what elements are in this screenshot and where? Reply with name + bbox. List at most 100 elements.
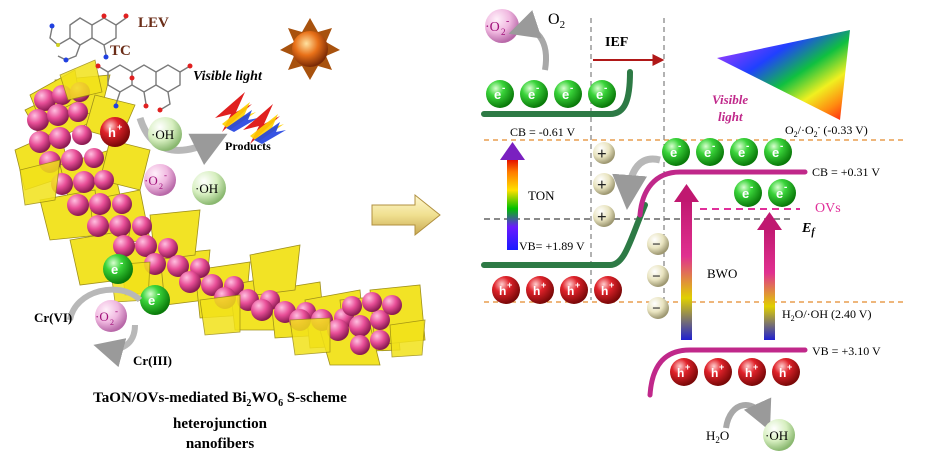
tc-label: TC [110, 43, 131, 59]
svg-text:-: - [780, 141, 783, 152]
electron-ball: e- [764, 138, 792, 166]
svg-text:+: + [719, 362, 724, 372]
hole-ball: h+ [738, 358, 766, 386]
svg-text:2: 2 [501, 27, 506, 37]
svg-text:-: - [157, 289, 160, 300]
caption-line-2: heterojunction [173, 416, 267, 432]
svg-text:h: h [711, 366, 718, 380]
svg-text:-: - [164, 170, 167, 180]
svg-text:-: - [750, 182, 753, 193]
visible-light-label: light [718, 109, 743, 124]
hole-ball: h+ [670, 358, 698, 386]
positive-charge: + [593, 142, 615, 164]
o2-couple-label: O2/·O2- (-0.33 V) [785, 123, 868, 139]
lev-molecule [49, 13, 129, 63]
bwo-excitation-arrow [674, 184, 699, 340]
ovs-electrons: e- e- [734, 179, 796, 207]
water-oxidation-arrow [723, 397, 772, 431]
electron-ball: e- [734, 179, 762, 207]
svg-text:+: + [597, 175, 607, 194]
reduction-arrow [67, 286, 143, 321]
negative-charge: − [647, 297, 669, 319]
electron-ball: e - [103, 254, 133, 284]
svg-text:e: e [528, 87, 535, 102]
caption-line-1: TaON/OVs-mediated Bi2WO6 S-scheme [93, 390, 347, 409]
light-spectrum-icon [717, 30, 850, 120]
svg-text:2: 2 [110, 318, 114, 327]
electron-ball: e- [662, 138, 690, 166]
o2-reduction-arrow [508, 10, 549, 71]
svg-text:e: e [670, 145, 677, 160]
bwo-cb-label: CB = +0.31 V [812, 165, 880, 179]
svg-text:+: + [787, 362, 792, 372]
hole-ball: h+ [704, 358, 732, 386]
hole-ball: h+ [560, 276, 588, 304]
sun-icon [280, 18, 340, 80]
ief-label: IEF [605, 35, 628, 50]
svg-text:e: e [772, 145, 779, 160]
svg-text:+: + [597, 207, 607, 226]
o2-label: O2 [548, 11, 565, 31]
h2o-label: H2O [706, 428, 729, 445]
visible-light-label: Visible light [193, 69, 263, 84]
fermi-label: Ef [801, 221, 816, 238]
hole-ball: h+ [594, 276, 622, 304]
negative-charge: − [647, 233, 669, 255]
svg-text:+: + [575, 280, 580, 290]
hole-ball: h+ [492, 276, 520, 304]
hydroxyl-radical-ball: ·OH [763, 419, 795, 451]
svg-text:-: - [502, 83, 505, 94]
bwo-vb-label: VB = +3.10 V [812, 344, 881, 358]
hole-ball: h+ [772, 358, 800, 386]
svg-text:e: e [704, 145, 711, 160]
electron-ball: e- [486, 80, 514, 108]
svg-text:·O: ·O [95, 309, 109, 324]
ovs-label: OVs [815, 201, 841, 216]
svg-text:-: - [712, 141, 715, 152]
electron-ball: e- [768, 179, 796, 207]
svg-text:h: h [533, 284, 540, 298]
h2o-oh-couple-label: H2O/·OH (2.40 V) [782, 307, 871, 323]
superoxide-radical-ball: ·O 2 - [485, 9, 519, 43]
caption-line-3: nanofibers [185, 436, 255, 452]
hole-ball: h+ [526, 276, 554, 304]
transition-arrow [371, 193, 441, 237]
ton-excitation-arrow [500, 142, 525, 250]
svg-text:+: + [597, 144, 607, 163]
svg-text:-: - [536, 83, 539, 94]
svg-text:·OH: ·OH [151, 127, 174, 142]
bwo-cb-band [637, 169, 808, 218]
hole-ball: h + [100, 117, 130, 147]
nanofiber-illustration [14, 59, 426, 366]
svg-text:-: - [678, 141, 681, 152]
superoxide-radical-ball: ·O 2 - [144, 164, 176, 196]
ton-vb-label: VB= +1.89 V [519, 239, 585, 253]
svg-text:-: - [570, 83, 573, 94]
positive-charge: + [593, 173, 615, 195]
visible-light-label: Visible [712, 92, 748, 107]
svg-text:·OH: ·OH [195, 181, 218, 196]
figure-caption: TaON/OVs-mediated Bi2WO6 S-scheme hetero… [60, 388, 380, 454]
svg-text:h: h [601, 284, 608, 298]
svg-text:e: e [776, 186, 783, 201]
svg-text:h: h [567, 284, 574, 298]
tc-molecule [95, 63, 193, 113]
svg-text:·OH: ·OH [765, 428, 788, 443]
cr3-label: Cr(III) [133, 353, 172, 368]
svg-text:-: - [120, 258, 123, 269]
light-bolt-icon [243, 104, 286, 144]
ton-label: TON [528, 188, 555, 203]
electron-ball: e- [730, 138, 758, 166]
svg-text:-: - [784, 182, 787, 193]
cr6-label: Cr(VI) [34, 310, 72, 325]
svg-text:-: - [746, 141, 749, 152]
light-bolt-icon [215, 92, 258, 132]
bwo-label: BWO [707, 266, 737, 281]
bwo-vb-holes: h+ h+ h+ h+ [670, 358, 800, 386]
negative-charge: − [647, 265, 669, 287]
svg-text:−: − [652, 237, 661, 253]
svg-text:−: − [652, 269, 661, 285]
svg-text:+: + [609, 280, 614, 290]
negative-charge-balls: − − − [647, 233, 669, 319]
electron-ball: e- [554, 80, 582, 108]
